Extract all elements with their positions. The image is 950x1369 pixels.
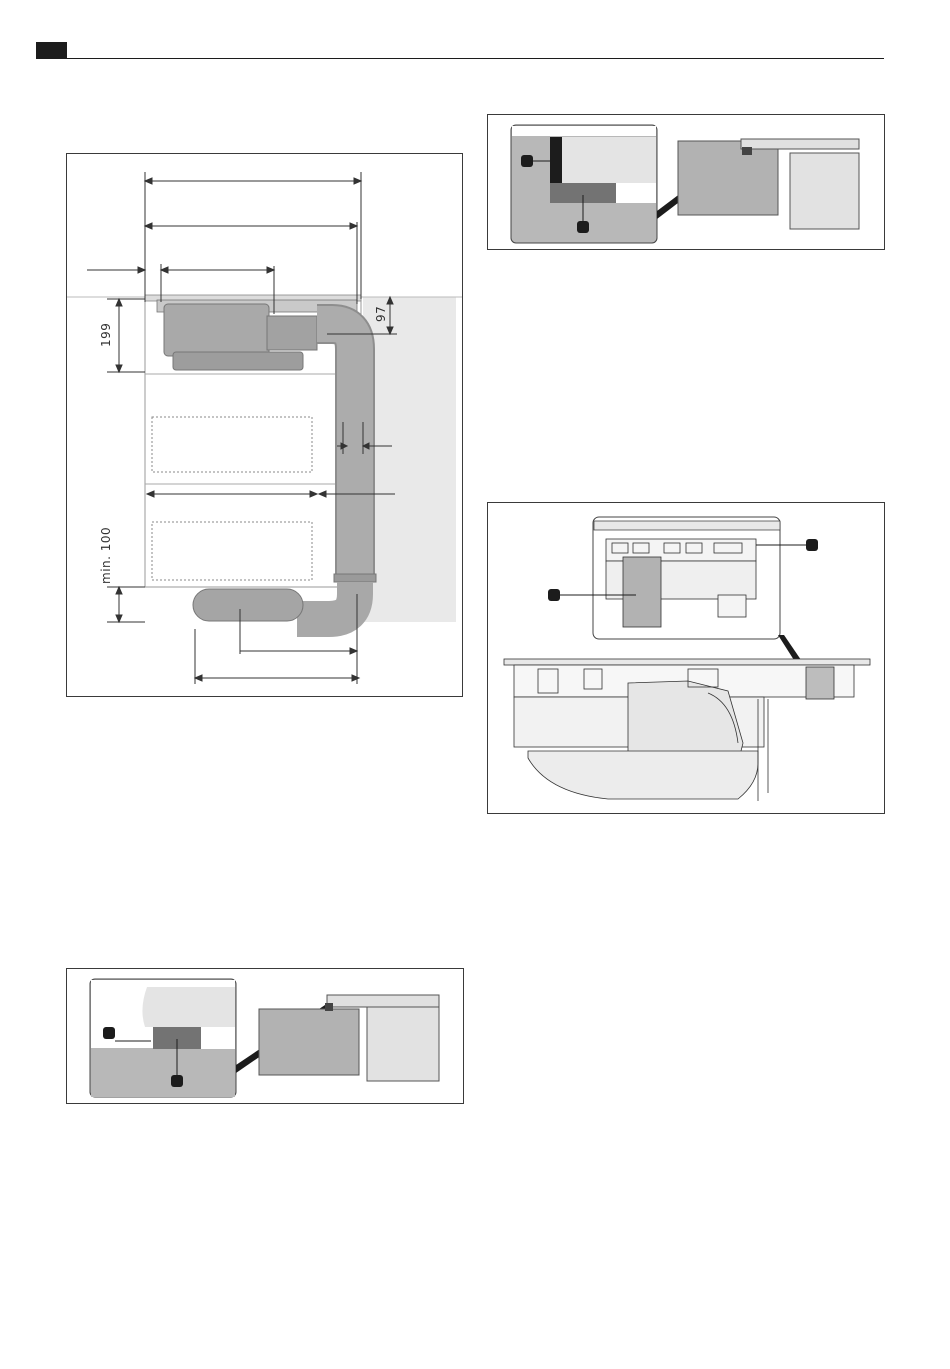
seal-detail-bottom-svg	[67, 969, 464, 1104]
dim-label-97: 97	[374, 306, 388, 322]
hob-glass-top	[504, 659, 870, 665]
wall-panel	[363, 297, 456, 622]
dim-label-199: 199	[99, 323, 113, 347]
main-installation-diagram: 199 97 min. 100	[66, 153, 463, 697]
seal-detail-top-svg	[488, 115, 885, 250]
hob-extractor-unit	[164, 304, 269, 356]
seal-detail-diagram-top	[487, 114, 885, 250]
duct-connector	[267, 316, 317, 350]
dim-label-min-100: min. 100	[99, 527, 113, 584]
main-diagram-svg: 199 97 min. 100	[67, 154, 463, 697]
callout-marker-c	[806, 539, 818, 551]
duct-elbow	[297, 582, 355, 619]
hob-assembly-diagram	[487, 502, 885, 814]
callout-marker-f	[171, 1075, 183, 1087]
plinth-duct	[193, 589, 303, 621]
callout-marker-e	[103, 1027, 115, 1039]
seal-detail-diagram-bottom	[66, 968, 464, 1104]
callout-marker-d	[548, 589, 560, 601]
page-header-rule	[36, 58, 884, 59]
hob-assembly-svg	[488, 503, 885, 814]
callout-marker-a	[521, 155, 533, 167]
callout-marker-b	[577, 221, 589, 233]
page-header-tab	[36, 42, 67, 59]
